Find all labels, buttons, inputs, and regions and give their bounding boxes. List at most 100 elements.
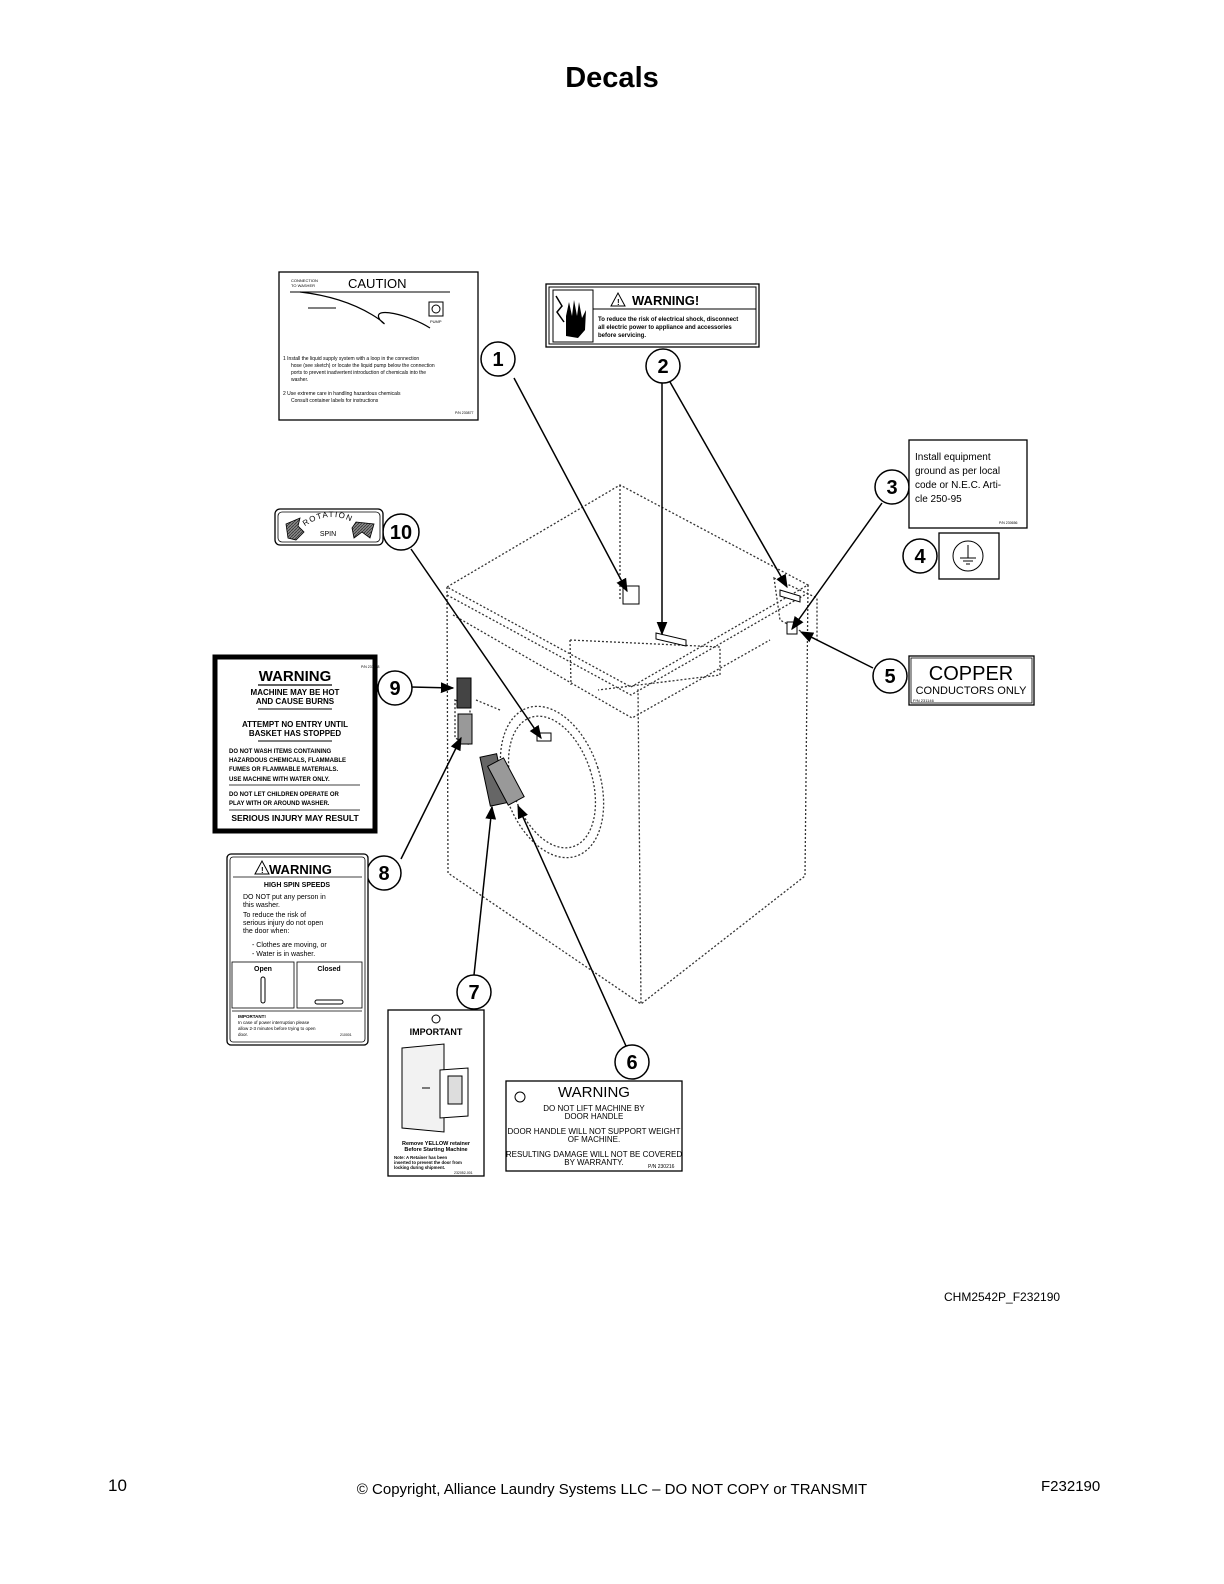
svg-text:locking during shipment.: locking during shipment. (394, 1165, 445, 1170)
svg-text:!: ! (617, 298, 620, 307)
svg-text:SERIOUS INJURY MAY RESULT: SERIOUS INJURY MAY RESULT (231, 813, 359, 823)
marker-decal-2b (779, 589, 801, 603)
svg-text:Open: Open (254, 966, 272, 973)
leader-lines (400, 377, 883, 1047)
callout-10: 10 (382, 513, 420, 551)
svg-text:- Clothes are moving, or: - Clothes are moving, or (252, 942, 327, 949)
callout-4: 4 (902, 538, 938, 574)
svg-text:BY WARRANTY.: BY WARRANTY. (564, 1158, 623, 1167)
figure-reference-code: CHM2542P_F232190 (944, 1290, 1061, 1304)
svg-text:USE MACHINE WITH WATER ONLY.: USE MACHINE WITH WATER ONLY. (229, 777, 330, 783)
decal-3-ground-install: Install equipment ground as per local co… (908, 439, 1028, 529)
leader-7 (473, 805, 497, 976)
leader-8 (400, 736, 462, 860)
svg-text:all electric power to applianc: all electric power to appliance and acce… (598, 325, 732, 331)
svg-text:2 Use extreme care in handli: 2 Use extreme care in handling hazardous… (283, 391, 401, 397)
warning-triangle-icon: ! (254, 859, 270, 875)
leader-6 (517, 804, 627, 1047)
svg-text:WARNING!: WARNING! (632, 293, 699, 308)
rotation-arrow-left-icon (285, 517, 305, 541)
svg-text:COPPER: COPPER (929, 663, 1013, 685)
svg-text:CAUTION: CAUTION (348, 276, 407, 291)
svg-text:3: 3 (886, 477, 897, 499)
svg-text:P/N 230656: P/N 230656 (999, 521, 1018, 525)
svg-text:washer.: washer. (291, 377, 308, 383)
svg-text:Closed: Closed (317, 966, 340, 973)
callout-8: 8 (366, 855, 402, 891)
svg-text:BASKET HAS STOPPED: BASKET HAS STOPPED (249, 729, 342, 738)
svg-text:DOOR HANDLE WILL NOT SUPPORT W: DOOR HANDLE WILL NOT SUPPORT WEIGHT (507, 1127, 680, 1136)
svg-text:Note: A Retainer has been: Note: A Retainer has been (394, 1155, 448, 1160)
rotation-arrow-right-icon (351, 521, 375, 539)
svg-text:To reduce the risk of electric: To reduce the risk of electrical shock, … (598, 317, 738, 323)
svg-text:Remove YELLOW retainer: Remove YELLOW retainer (402, 1141, 471, 1147)
svg-text:AND CAUSE BURNS: AND CAUSE BURNS (256, 697, 335, 706)
svg-text:210001: 210001 (340, 1033, 352, 1037)
decal-10-rotation-spin: ROTATION SPIN (274, 508, 384, 546)
svg-text:door.: door. (238, 1032, 248, 1037)
svg-text:ATTEMPT NO ENTRY UNTIL: ATTEMPT NO ENTRY UNTIL (242, 720, 348, 729)
svg-text:HIGH SPIN SPEEDS: HIGH SPIN SPEEDS (264, 882, 330, 889)
svg-text:9: 9 (389, 678, 400, 700)
svg-text:232052-001: 232052-001 (454, 1171, 473, 1175)
svg-text:ports to prevent inadvertent i: ports to prevent inadvertent introductio… (291, 370, 426, 376)
svg-text:serious injury do not open: serious injury do not open (243, 920, 323, 927)
decal-4-ground-symbol (938, 532, 1000, 580)
svg-text:In case of power interruption: In case of power interruption please (238, 1020, 310, 1025)
svg-text:the door when:: the door when: (243, 928, 289, 935)
callout-7: 7 (456, 974, 492, 1010)
svg-text:To reduce the risk of: To reduce the risk of (243, 912, 306, 919)
svg-text:DO NOT put any person in: DO NOT put any person in (243, 894, 326, 901)
svg-text:WARNING: WARNING (269, 862, 332, 877)
svg-text:before servicing.: before servicing. (598, 333, 646, 339)
leader-9 (410, 682, 455, 694)
ground-icon (952, 540, 984, 572)
svg-text:- Water is in washer.: - Water is in washer. (252, 951, 315, 958)
decal-8-high-spin-warning: ! WARNING HIGH SPIN SPEEDS DO NOT put an… (226, 853, 369, 1046)
shock-hand-icon (555, 295, 586, 338)
marker-decal-8 (457, 713, 473, 745)
svg-text:SPIN: SPIN (320, 531, 336, 538)
marker-decal-6 (486, 757, 525, 806)
svg-text:CONNECTION: CONNECTION (291, 278, 318, 283)
decal-9-hot-machine-warning: WARNING P/N 231088 MACHINE MAY BE HOT AN… (212, 654, 380, 834)
page-number: 10 (108, 1476, 127, 1495)
machine-decal-markers (456, 585, 801, 807)
svg-text:P/N 231146: P/N 231146 (913, 698, 935, 703)
svg-text:2: 2 (657, 356, 668, 378)
svg-text:1: 1 (492, 349, 503, 371)
svg-text:inserted to prevent the door f: inserted to prevent the door from (394, 1160, 462, 1165)
svg-text:WARNING: WARNING (558, 1084, 630, 1101)
callouts: 1 2 3 4 5 6 7 8 9 10 (366, 341, 938, 1080)
leader-10 (410, 548, 542, 740)
svg-text:HAZARDOUS CHEMICALS, FLAMMABLE: HAZARDOUS CHEMICALS, FLAMMABLE (229, 758, 346, 764)
svg-text:P/N 230216: P/N 230216 (648, 1164, 675, 1170)
callout-2: 2 (645, 348, 681, 384)
door-retainer-icon (401, 1043, 469, 1133)
callout-6: 6 (614, 1044, 650, 1080)
svg-text:!: ! (261, 866, 264, 875)
svg-text:8: 8 (378, 863, 389, 885)
svg-text:DOOR HANDLE: DOOR HANDLE (565, 1112, 624, 1121)
svg-text:TO WASHER: TO WASHER (291, 283, 315, 288)
svg-text:FUMES OR FLAMMABLE MATERIALS.: FUMES OR FLAMMABLE MATERIALS. (229, 767, 339, 773)
leader-1 (513, 377, 628, 593)
svg-text:PUMP: PUMP (430, 319, 442, 324)
decal-5-copper-conductors: COPPER CONDUCTORS ONLY P/N 231146 (908, 655, 1035, 706)
document-id: F232190 (1041, 1478, 1101, 1495)
svg-text:4: 4 (914, 546, 926, 568)
svg-text:Install equipment: Install equipment (915, 452, 991, 463)
callout-5: 5 (872, 658, 908, 694)
svg-text:IMPORTANT: IMPORTANT (410, 1027, 463, 1037)
decal-7-important-retainer: IMPORTANT Remove YELLOW retainer Before … (387, 1009, 485, 1177)
leader-5 (799, 631, 874, 669)
warning-triangle-icon: ! (610, 291, 626, 307)
svg-text:1 Install the liquid supply: 1 Install the liquid supply system with … (283, 356, 419, 362)
washer-machine (445, 484, 818, 1006)
svg-text:WARNING: WARNING (259, 668, 332, 685)
svg-text:IMPORTANT!: IMPORTANT! (238, 1014, 266, 1019)
decal-2-electrical-warning: ! WARNING! To reduce the risk of electri… (545, 283, 760, 348)
svg-text:RESULTING DAMAGE WILL NOT BE C: RESULTING DAMAGE WILL NOT BE COVERED (506, 1150, 683, 1159)
svg-text:10: 10 (390, 522, 412, 544)
svg-text:7: 7 (468, 982, 479, 1004)
